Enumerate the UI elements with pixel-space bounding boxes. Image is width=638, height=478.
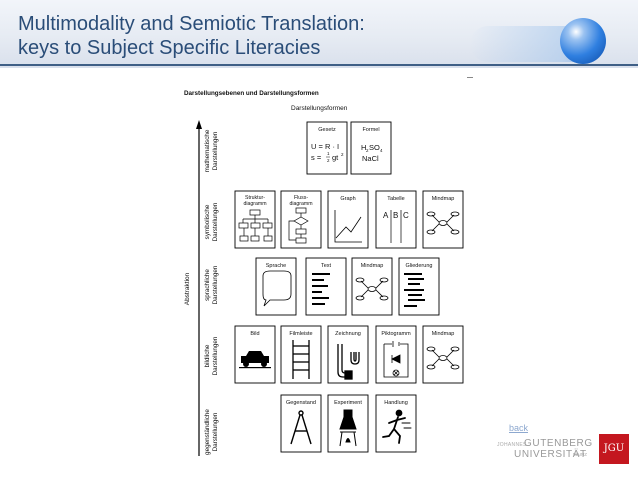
card-fluss-title-1: Fluss- (294, 195, 308, 201)
level-label-sprachlich-1: sprachliche (204, 269, 211, 301)
slide-header (0, 0, 638, 68)
header-orb (560, 18, 606, 64)
card-strukturdiagramm: Struktur- diagramm (234, 190, 276, 249)
card-gesetz: Gesetz U = R · I s = 1 2 gt 2 (306, 121, 348, 175)
card-gesetz-title: Gesetz (318, 127, 336, 133)
lab-setup-icon (339, 409, 357, 447)
card-piktogramm-title: Piktogramm (381, 331, 411, 337)
law-formula-1: U = R · I (311, 142, 339, 151)
level-label-symbolisch-2: Darstellungen (212, 202, 219, 241)
chem-nacl: NaCl (362, 154, 379, 163)
table-col-a: A (383, 211, 389, 220)
card-mindmap-symbolisch: Mindmap (422, 190, 464, 249)
card-sprache-title: Sprache (266, 263, 287, 269)
diagram-subheading: Darstellungsformen (291, 105, 348, 112)
card-mindmap-bildlich: Mindmap (422, 325, 464, 384)
card-tabelle: Tabelle A B C (375, 190, 417, 249)
car-icon (239, 351, 271, 369)
card-text-title: Text (321, 263, 332, 269)
level-label-bildlich-1: bildliche (204, 344, 211, 367)
axis-label: Abstraktion (184, 272, 191, 305)
law-formula-2a: s = (311, 153, 322, 162)
level-label-symbolisch-1: symbolische (204, 204, 211, 239)
card-bild: Bild (234, 325, 276, 384)
card-mindmap-spr-title: Mindmap (361, 263, 384, 269)
card-zeichnung-title: Zeichnung (335, 331, 361, 337)
card-piktogramm: Piktogramm (375, 325, 417, 384)
table-col-b: B (393, 211, 398, 220)
chem-sub-4: 4 (380, 148, 383, 153)
back-link[interactable]: back (509, 423, 529, 433)
card-graph: Graph (327, 190, 369, 249)
chem-sub-2: 2 (366, 148, 369, 153)
card-zeichnung: Zeichnung (327, 325, 369, 384)
card-mindmap-bild-title: Mindmap (432, 331, 455, 337)
law-frac-den: 2 (327, 158, 330, 163)
card-gegenstand-title: Gegenstand (286, 400, 316, 406)
diagram-heading: Darstellungsebenen und Darstellungsforme… (184, 90, 319, 97)
card-flussdiagramm: Fluss- diagramm (280, 190, 322, 249)
jgu-badge: JGU (599, 434, 629, 464)
level-label-gegenstaendlich-2: Darstellungen (212, 412, 219, 451)
card-mindmap-sprachlich: Mindmap (351, 257, 393, 316)
law-sup: 2 (341, 152, 344, 157)
level-label-bildlich-2: Darstellungen (212, 336, 219, 375)
university-logo: JOHANNES GUTENBERG UNIVERSITÄT MAINZ (497, 438, 622, 468)
card-experiment: Experiment (327, 394, 369, 453)
card-filmleiste: Filmleiste (280, 325, 322, 384)
level-label-mathematisch-1: mathematische (204, 129, 211, 172)
chem-h: H (361, 143, 366, 152)
card-text: Text (305, 257, 347, 316)
stray-dash (467, 77, 473, 78)
abstraction-axis (196, 120, 202, 456)
logo-line-1: GUTENBERG (524, 438, 593, 449)
card-filmleiste-title: Filmleiste (289, 331, 312, 337)
filmstrip-icon (292, 340, 310, 379)
card-mindmap-sym-title: Mindmap (432, 196, 455, 202)
card-fluss-title-2: diagramm (289, 201, 312, 207)
diagram-figure: Darstellungsebenen und Darstellungsforme… (180, 86, 470, 468)
logo-small-top: JOHANNES (497, 442, 527, 448)
card-gegenstand: Gegenstand (280, 394, 322, 453)
outline-lines-icon (404, 273, 425, 307)
card-sprache: Sprache (255, 257, 297, 316)
logo-small-bottom: MAINZ (573, 452, 587, 457)
circuit-symbol-icon (383, 341, 409, 378)
law-formula-2b: gt (332, 153, 339, 162)
header-rule (0, 64, 638, 66)
logo-line-2: UNIVERSITÄT (514, 449, 587, 460)
card-bild-title: Bild (250, 331, 259, 337)
text-lines-icon (312, 273, 330, 305)
slide-title-line-1: Multimodality and Semiotic Translation: (18, 13, 365, 35)
card-formel: Formel H 2 SO 4 NaCl (350, 121, 392, 175)
card-graph-title: Graph (340, 196, 355, 202)
card-handlung-title: Handlung (384, 400, 408, 406)
level-label-mathematisch-2: Darstellungen (212, 131, 219, 170)
card-experiment-title: Experiment (334, 400, 362, 406)
card-tabelle-title: Tabelle (387, 196, 404, 202)
compass-icon (290, 410, 312, 445)
card-gliederung: Gliederung (398, 257, 440, 316)
level-label-gegenstaendlich-1: gegenständliche (204, 409, 211, 455)
law-frac-num: 1 (327, 151, 330, 156)
table-col-c: C (403, 211, 409, 220)
slide-title-line-2: keys to Subject Specific Literacies (18, 37, 321, 59)
chem-so: SO (369, 143, 380, 152)
pipe-drawing-icon (337, 344, 360, 380)
card-gliederung-title: Gliederung (406, 263, 433, 269)
running-figure-icon (382, 409, 412, 444)
slide-title: Multimodality and Semiotic Translation: … (18, 12, 365, 60)
card-struktur-title-1: Struktur- (245, 195, 265, 201)
card-formel-title: Formel (362, 127, 379, 133)
speech-bubble-icon (262, 270, 292, 307)
card-struktur-title-2: diagramm (243, 201, 266, 207)
level-label-sprachlich-2: Darstellungen (212, 265, 219, 304)
card-handlung: Handlung (375, 394, 417, 453)
